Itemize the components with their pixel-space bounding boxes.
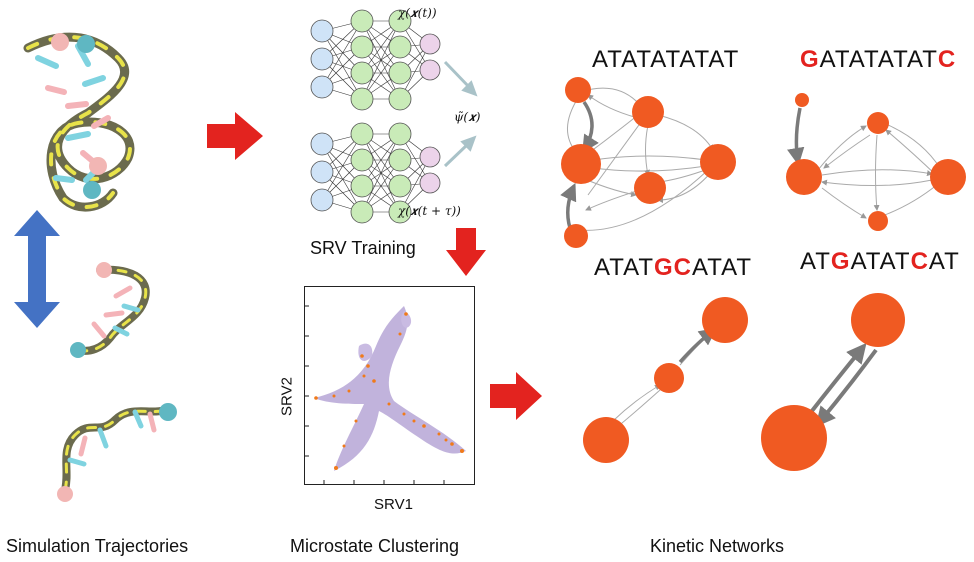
dna-structure-folded xyxy=(23,32,135,212)
neural-network-diagram xyxy=(310,9,478,224)
cluster-centers xyxy=(314,312,464,470)
nn-output-bottom: χ(𝒙(t + τ)) xyxy=(398,204,461,218)
red-arrow-right-top xyxy=(207,112,263,160)
sequence-label-1: ATATATATAT xyxy=(592,46,740,73)
kinetic-network-1 xyxy=(560,77,736,248)
caption-simulation-trajectories: Simulation Trajectories xyxy=(6,536,189,556)
sequence-label-4: ATGATATCAT xyxy=(800,248,960,275)
sequence-label-2: GATATATATC xyxy=(800,46,957,73)
kinetic-network-3 xyxy=(583,297,748,463)
blue-double-arrow xyxy=(14,210,60,328)
caption-microstate-clustering: Microstate Clustering xyxy=(290,536,460,556)
dna-structure-extended xyxy=(57,403,177,502)
plot-ylabel: SRV2 xyxy=(278,377,296,416)
red-arrow-down xyxy=(446,228,486,276)
srv-training-label: SRV Training xyxy=(310,238,416,258)
srv-scatter-plot xyxy=(304,286,475,485)
nn-combined-output: ψ̃(𝒙) xyxy=(454,110,481,124)
sequence-label-3: ATATGCATAT xyxy=(594,254,752,281)
red-arrow-right-bottom xyxy=(490,372,542,420)
plot-xlabel: SRV1 xyxy=(374,496,413,513)
kinetic-network-4 xyxy=(761,293,905,471)
network-bottom xyxy=(321,133,431,213)
scatter-density xyxy=(314,306,466,471)
kinetic-network-2 xyxy=(786,93,966,231)
network-top xyxy=(321,20,431,100)
nn-output-top: χ(𝒙(t)) xyxy=(398,6,437,20)
caption-kinetic-networks: Kinetic Networks xyxy=(650,536,785,556)
dna-structure-partial xyxy=(70,262,150,358)
